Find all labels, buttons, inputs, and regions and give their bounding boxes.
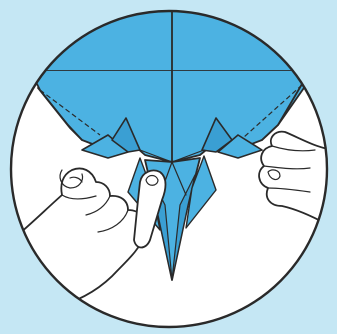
illustration-canvas	[0, 0, 337, 334]
origami-illustration	[0, 0, 337, 334]
